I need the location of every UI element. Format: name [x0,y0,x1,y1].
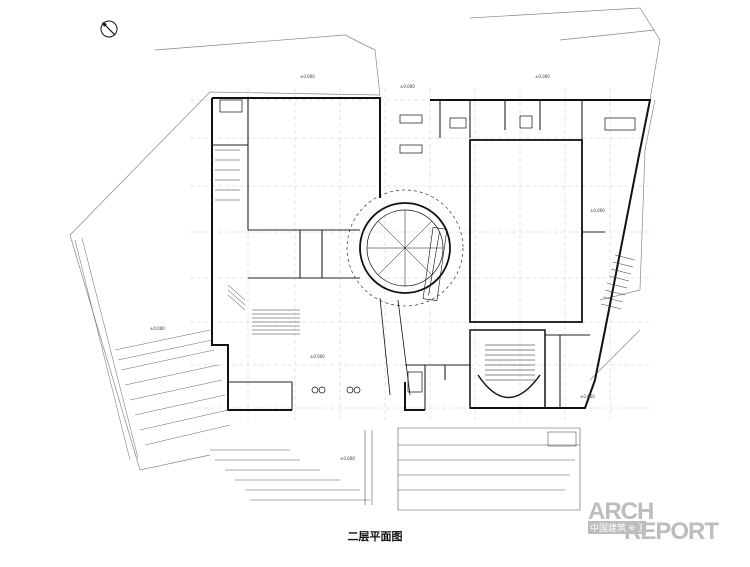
rotunda [346,189,464,307]
drawing-title: 二层平面图 [347,530,403,543]
west-wing-wall [212,97,381,198]
elevation-tag: ±0.000 [590,208,605,213]
south-plaza-steps [210,427,581,511]
stair-hatch [215,149,300,335]
auditorium [469,329,546,409]
watermark-brand-top: ARCH [588,498,654,525]
elevation-tag: ±0.000 [150,326,165,331]
elevation-tag: ±0.000 [300,74,315,79]
elevation-tag: ±0.000 [580,394,595,399]
west-terrace [74,237,231,461]
hall-volume [469,139,583,323]
site-boundary [69,34,381,471]
elevation-tag: ±0.000 [535,74,550,79]
elevation-tag: ±0.000 [310,354,325,359]
archreport-watermark: ARCH 中国建筑报道 REPORT [588,498,738,548]
elevation-tag: ±0.000 [340,456,355,461]
north-arrow-icon [100,20,118,38]
watermark-subtitle: 中国建筑报道 [588,521,647,534]
watermark-brand-bottom: REPORT [624,518,719,545]
auditorium-seating [477,344,541,399]
east-stair [600,254,636,310]
elevation-tag: ±0.000 [400,84,415,89]
